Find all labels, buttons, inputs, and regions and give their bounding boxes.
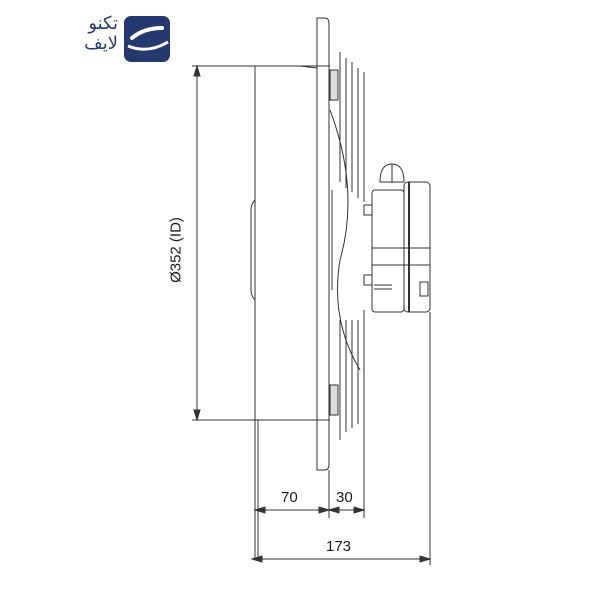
overall-depth-label: 173	[326, 538, 352, 555]
brand-name: تکنو لایف	[60, 14, 118, 54]
brand-badge-icon	[124, 16, 170, 62]
brand-logo: تکنو لایف	[60, 14, 182, 66]
brand-name-line1: تکنو	[88, 13, 118, 34]
brand-name-line2: لایف	[84, 33, 118, 54]
grille-depth-label: 30	[336, 489, 353, 506]
diameter-dimension-label: Ø352 (ID)	[167, 217, 185, 283]
plate-depth-label: 70	[281, 489, 298, 506]
